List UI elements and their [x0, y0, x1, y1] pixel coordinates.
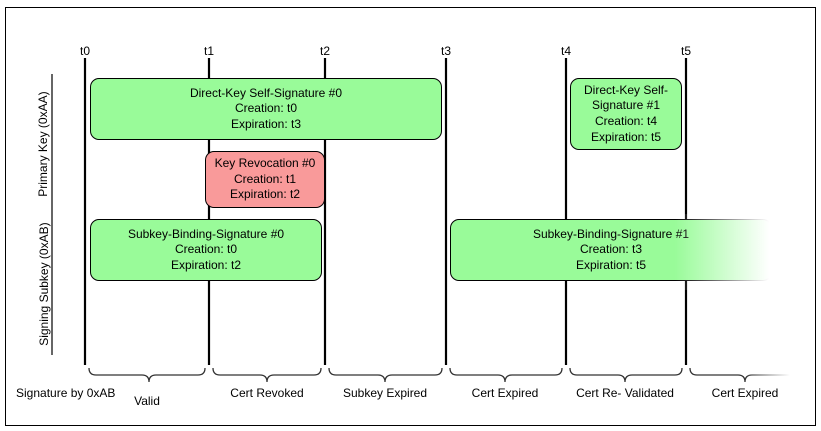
signature-box-title: Key Revocation #0 — [214, 156, 316, 171]
period-label-line2: Expired — [497, 386, 539, 400]
signature-box-expiration: Expiration: t3 — [230, 116, 302, 131]
signature-box-expiration: Expiration: t2 — [170, 257, 242, 272]
signature-by-caption: Signature by 0xAB — [16, 386, 115, 401]
diagram-outer-border — [5, 7, 816, 426]
tick-label-t2: t2 — [319, 44, 331, 58]
signature-by-caption-line2: by 0xAB — [70, 386, 116, 400]
period-label-cert-revalidated: Cert Re- Validated — [576, 386, 674, 401]
signature-box-creation: Creation: t0 — [174, 242, 238, 257]
tick-label-t4: t4 — [560, 44, 572, 58]
brace-period-cert-revalidated — [569, 367, 683, 383]
period-label-line1: Cert — [230, 386, 253, 400]
signature-by-caption-line1: Signature — [16, 386, 68, 400]
signature-box-creation: Creation: t1 — [233, 171, 297, 186]
brace-period-valid — [88, 367, 206, 383]
signature-box-direct-key-self-signature-0[interactable]: Direct-Key Self-Signature #0 Creation: t… — [90, 78, 442, 140]
period-label-cert-expired-2: Cert Expired — [712, 386, 779, 401]
period-label-cert-revoked: Cert Revoked — [230, 386, 303, 401]
tick-label-t0: t0 — [79, 44, 91, 58]
signature-box-key-revocation-0[interactable]: Key Revocation #0 Creation: t1 Expiratio… — [205, 151, 325, 208]
tick-label-t5: t5 — [680, 44, 692, 58]
signature-box-direct-key-self-signature-1[interactable]: Direct-Key Self- Signature #1 Creation: … — [570, 78, 682, 150]
signature-box-creation: Creation: t4 — [594, 114, 658, 128]
period-label-line2: Validated — [624, 386, 674, 400]
brace-period-cert-expired-1 — [449, 367, 563, 383]
period-label-line1: Cert Re- — [576, 386, 622, 400]
signature-box-title: Direct-Key Self-Signature #0 — [189, 85, 343, 100]
period-label-line1: Subkey — [342, 386, 383, 400]
signature-box-title-line1: Direct-Key Self- — [583, 82, 669, 97]
period-label-line1: Valid — [134, 394, 160, 408]
signature-box-subkey-binding-signature-0[interactable]: Subkey-Binding-Signature #0 Creation: t0… — [90, 219, 322, 281]
tick-label-t3: t3 — [440, 44, 452, 58]
signature-box-expiration: Expiration: t2 — [229, 187, 301, 202]
period-label-subkey-expired: Subkey Expired — [343, 386, 427, 401]
period-label-cert-expired-1: Cert Expired — [472, 386, 539, 401]
brace-period-cert-expired-2 — [689, 367, 790, 383]
period-label-line1: Cert — [471, 386, 495, 400]
signature-box-creation: Creation: t0 — [234, 101, 298, 116]
tick-label-t1: t1 — [203, 44, 215, 58]
period-label-line2: Revoked — [256, 386, 304, 400]
period-label-valid: Valid — [134, 394, 160, 409]
signature-box-title-line2: Signature #1 — [591, 98, 661, 113]
period-label-line2: Expired — [737, 386, 779, 400]
brace-period-subkey-expired — [328, 367, 443, 383]
brace-period-cert-revoked — [212, 367, 322, 383]
period-label-line2: Expired — [386, 386, 428, 400]
period-label-line1: Cert — [711, 386, 735, 400]
signature-box-expiration: Expiration: t5 — [590, 129, 662, 144]
signature-box-title: Subkey-Binding-Signature #0 — [127, 226, 285, 241]
